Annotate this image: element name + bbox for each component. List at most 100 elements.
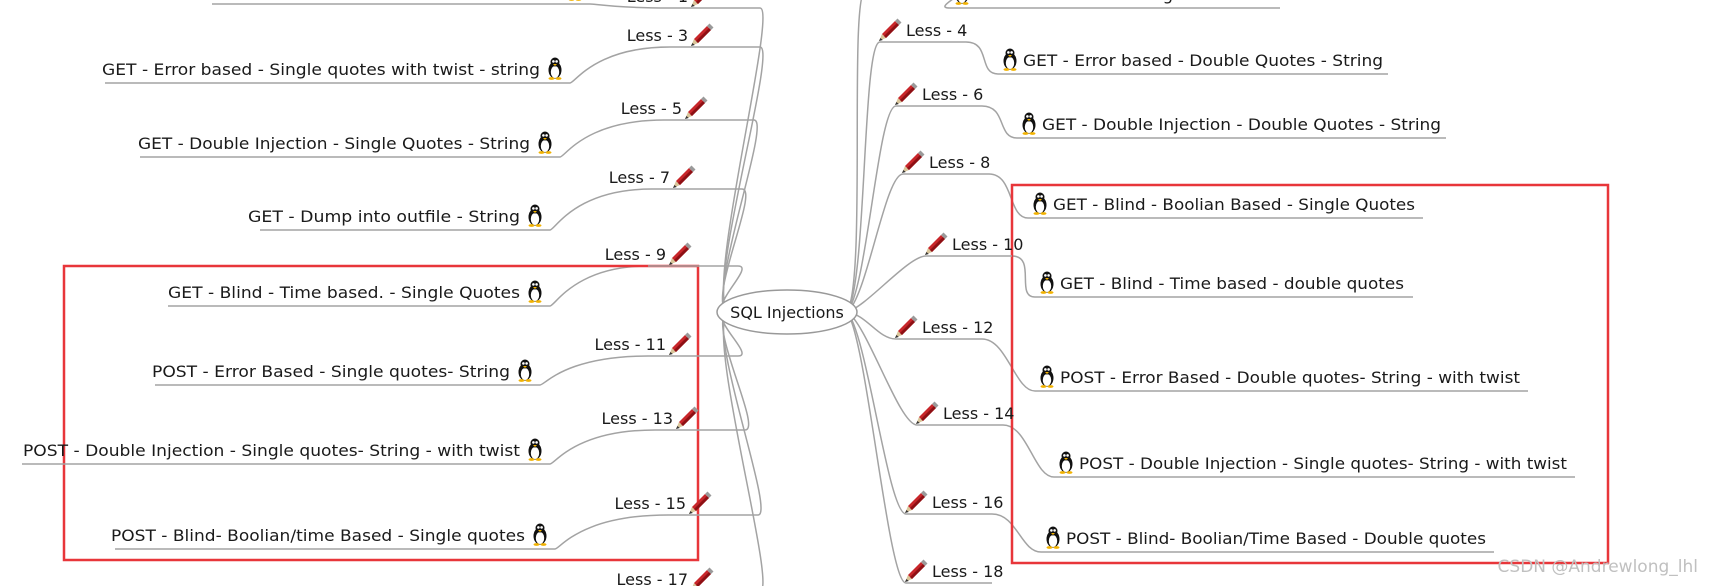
lesson-label[interactable]: Less - 8 [929,153,990,172]
topic-node-right-7[interactable]: POST - Double Injection - Single quotes-… [1054,451,1575,478]
topic-node-right-2[interactable]: GET - Error based - Double Quotes - Stri… [998,48,1388,75]
topic-label[interactable]: GET - Error based - Double Quotes - Stri… [1023,51,1383,70]
topic-node-right-1[interactable]: GET - Error based - Intiger based [950,0,1280,9]
lesson-node-right-3[interactable]: Less - 6 [895,82,983,107]
lesson-label[interactable]: Less - 3 [627,26,688,45]
lesson-label[interactable]: Less - 13 [602,409,673,428]
pencil-icon [879,18,902,41]
topic-link [988,173,1029,219]
topic-label[interactable]: GET - Blind - Time based - double quotes [1060,274,1404,293]
penguin-icon [533,523,547,546]
penguin-icon [1033,192,1047,215]
lesson-node-left-4[interactable]: Less - 7 [609,165,742,190]
lesson-label[interactable]: Less - 6 [922,85,983,104]
pencil-icon [905,559,928,582]
topic-link [549,429,656,465]
lesson-node-right-6[interactable]: Less - 12 [895,315,993,340]
topic-link [559,119,665,158]
penguin-icon [568,0,582,1]
topic-label[interactable]: GET - Blind - Boolian Based - Single Quo… [1053,195,1415,214]
topic-node-left-1[interactable]: GET - Error based - Single quotes - Stri… [212,0,590,5]
topic-label[interactable]: POST - Error Based - Single quotes- Stri… [152,362,510,381]
lesson-node-right-7[interactable]: Less - 14 [916,401,1014,426]
topic-label[interactable]: GET - Error based - Intiger based [975,0,1245,4]
lesson-label[interactable]: Less - 10 [952,235,1023,254]
lesson-node-left-3[interactable]: Less - 5 [621,96,754,121]
topic-label[interactable]: POST - Blind- Boolian/time Based - Singl… [111,526,525,545]
lesson-node-left-6[interactable]: Less - 11 [595,332,738,357]
lesson-label[interactable]: Less - 12 [922,318,993,337]
lesson-label[interactable]: Less - 5 [621,99,682,118]
pencil-icon [691,0,714,7]
lesson-node-left-1[interactable]: Less - 1 [627,0,760,9]
topic-node-right-3[interactable]: GET - Double Injection - Double Quotes -… [1017,112,1446,139]
penguin-icon [1059,451,1073,474]
lesson-node-right-4[interactable]: Less - 8 [902,150,990,175]
pencil-icon [689,491,712,514]
penguin-icon [1022,112,1036,135]
penguin-icon [538,131,552,154]
lesson-label[interactable]: Less - 4 [906,21,967,40]
lesson-label[interactable]: Less - 9 [605,245,666,264]
lesson-node-left-5[interactable]: Less - 9 [605,242,738,267]
topic-link [549,188,653,231]
topic-label[interactable]: POST - Error Based - Double quotes- Stri… [1060,368,1520,387]
topic-node-left-7[interactable]: POST - Double Injection - Single quotes-… [22,438,550,465]
lesson-label[interactable]: Less - 11 [595,335,666,354]
lesson-node-left-9[interactable]: Less - 17 [617,567,760,586]
lesson-label[interactable]: Less - 18 [932,562,1003,581]
lesson-label[interactable]: Less - 16 [932,493,1003,512]
topic-label[interactable]: GET - Dump into outfile - String [248,207,520,226]
lesson-label[interactable]: Less - 14 [943,404,1014,423]
topic-link [539,355,649,386]
topic-link [981,338,1036,392]
topic-node-left-4[interactable]: GET - Dump into outfile - String [248,204,550,231]
branch-line [722,119,758,313]
topic-node-right-5[interactable]: GET - Blind - Time based - double quotes [1035,271,1413,298]
topic-label[interactable]: GET - Double Injection - Single Quotes -… [138,134,530,153]
topic-node-left-6[interactable]: POST - Error Based - Single quotes- Stri… [152,359,540,386]
penguin-icon [528,204,542,227]
topic-node-left-2[interactable]: GET - Error based - Single quotes with t… [102,57,570,84]
pencil-icon [691,23,714,46]
topic-label[interactable]: GET - Double Injection - Double Quotes -… [1042,115,1441,134]
topic-node-left-5[interactable]: GET - Blind - Time based. - Single Quote… [168,280,550,307]
lesson-node-right-8[interactable]: Less - 16 [905,490,1003,515]
topic-node-right-8[interactable]: POST - Blind- Boolian/Time Based - Doubl… [1041,526,1494,553]
lesson-label[interactable]: Less - 17 [617,570,688,586]
topic-label[interactable]: GET - Error based - Single quotes with t… [102,60,540,79]
topic-node-right-6[interactable]: POST - Error Based - Double quotes- Stri… [1035,365,1528,392]
lesson-node-left-2[interactable]: Less - 3 [627,23,760,48]
central-node-ellipse[interactable] [716,289,858,335]
topic-label[interactable]: POST - Double Injection - Single quotes-… [23,441,520,460]
topic-node-right-4[interactable]: GET - Blind - Boolian Based - Single Quo… [1028,192,1423,219]
branch-line [846,311,907,515]
lesson-label[interactable]: Less - 1 [627,0,688,6]
topic-label[interactable]: GET - Blind - Time based. - Single Quote… [168,283,520,302]
pencil-icon [669,332,692,355]
penguin-icon [1040,365,1054,388]
branch-line [846,311,918,426]
pencil-icon [685,96,708,119]
lesson-node-right-5[interactable]: Less - 10 [925,232,1023,257]
pencil-icon [691,567,714,586]
lesson-node-right-9[interactable]: Less - 18 [905,559,1003,584]
branch-line [722,46,764,313]
topic-link [965,41,999,75]
branch-line [722,311,764,586]
topic-label[interactable]: POST - Double Injection - Single quotes-… [1079,454,1567,473]
lesson-node-left-8[interactable]: Less - 15 [615,491,758,516]
branch-line [846,0,863,313]
topic-link [944,0,953,9]
topic-node-left-8[interactable]: POST - Blind- Boolian/time Based - Singl… [111,523,555,550]
lesson-label[interactable]: Less - 7 [609,168,670,187]
central-node-label[interactable]: SQL Injections [730,303,844,322]
topic-label[interactable]: POST - Blind- Boolian/Time Based - Doubl… [1066,529,1486,548]
central-node[interactable]: SQL Injections [716,289,858,335]
topic-node-left-3[interactable]: GET - Double Injection - Single Quotes -… [138,131,560,158]
lesson-node-left-7[interactable]: Less - 13 [602,406,745,431]
lesson-label[interactable]: Less - 15 [615,494,686,513]
highlight-box-right [1010,183,1610,565]
pencil-icon [676,406,699,429]
lesson-node-right-2[interactable]: Less - 4 [879,18,967,43]
